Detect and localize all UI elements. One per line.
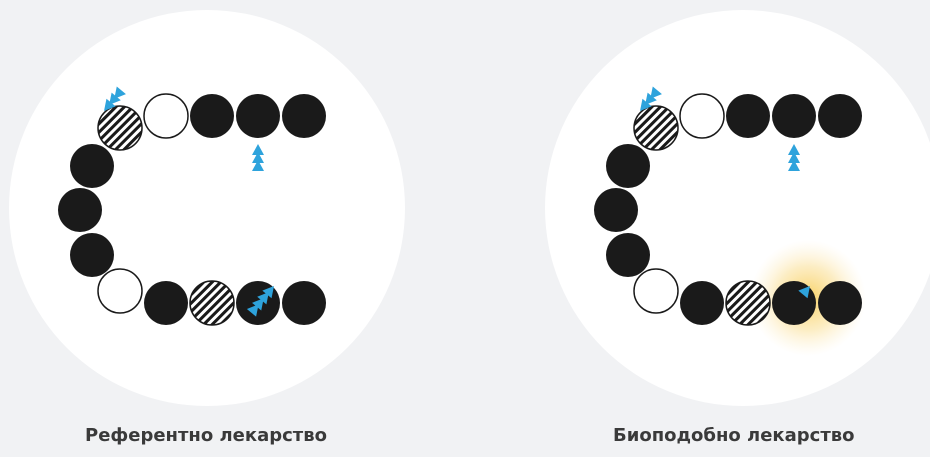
bead-filled — [594, 188, 638, 232]
bead-hatched — [97, 105, 143, 151]
bead-filled — [680, 281, 724, 325]
bead-filled — [772, 94, 816, 138]
arrow-icon — [104, 86, 126, 111]
arrow-icon — [640, 86, 662, 111]
bead-filled — [606, 144, 650, 188]
arrow-icon — [788, 144, 800, 171]
reference-molecule-diagram — [9, 10, 405, 406]
bead-filled — [70, 233, 114, 277]
bead-filled — [818, 94, 862, 138]
reference-drug-panel — [0, 0, 420, 420]
bead-filled — [818, 281, 862, 325]
reference-drug-caption: Референтно лекарство — [85, 425, 327, 446]
arrow-icon — [246, 286, 274, 317]
bead-filled — [282, 281, 326, 325]
bead-hollow — [679, 93, 725, 139]
bead-filled — [58, 188, 102, 232]
bead-filled — [190, 94, 234, 138]
bead-filled — [726, 94, 770, 138]
biosimilar-molecule-diagram — [545, 10, 930, 406]
bead-hollow — [97, 268, 143, 314]
bead-filled — [236, 94, 280, 138]
bead-hatched — [633, 105, 679, 151]
biosimilar-drug-panel — [536, 0, 930, 420]
biosimilar-drug-caption: Биоподобно лекарство — [613, 425, 855, 446]
bead-filled — [70, 144, 114, 188]
bead-hollow — [633, 268, 679, 314]
arrow-icon — [798, 286, 810, 299]
bead-filled — [144, 281, 188, 325]
bead-hatched — [725, 280, 771, 326]
bead-filled — [606, 233, 650, 277]
bead-hollow — [143, 93, 189, 139]
bead-filled — [282, 94, 326, 138]
arrow-icon — [252, 144, 264, 171]
bead-hatched — [189, 280, 235, 326]
